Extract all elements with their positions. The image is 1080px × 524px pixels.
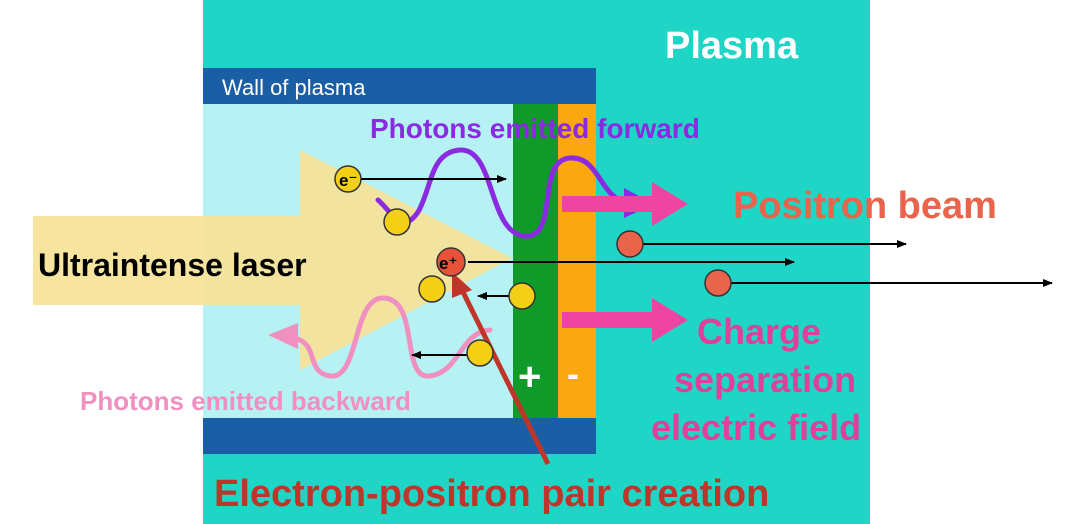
plasma-label: Plasma (665, 25, 799, 67)
electron (508, 282, 536, 310)
positron (704, 269, 732, 297)
charge-label-line2: separation (674, 359, 856, 400)
electron (383, 208, 411, 236)
wall-label: Wall of plasma (222, 75, 366, 100)
positron-labeled (436, 247, 466, 277)
charge-label-line3: electric field (651, 407, 861, 448)
electron-symbol: e⁻ (339, 171, 357, 190)
backward-photon-wave (292, 295, 493, 379)
electron-labeled (334, 165, 362, 193)
photons-forward-label: Photons emitted forward (370, 113, 700, 144)
field-arrow-top (562, 182, 688, 226)
positron (616, 230, 644, 258)
positron-beam-label: Positron beam (733, 185, 997, 227)
plus-sign: + (518, 355, 541, 399)
laser-arrow (33, 150, 512, 370)
backward-photon-arrowhead (268, 323, 298, 349)
field-arrow-bottom (562, 298, 688, 342)
laser-label: Ultraintense laser (38, 247, 307, 283)
pair-creation-label: Electron-positron pair creation (214, 473, 769, 515)
wall-bottom (203, 418, 596, 454)
electron (418, 275, 446, 303)
minus-sign: - (567, 353, 579, 394)
pair-creation-pointer-head (452, 272, 472, 298)
charge-label-line1: Charge (697, 311, 821, 352)
electron (466, 339, 494, 367)
forward-photon-wave (375, 147, 631, 239)
positron-symbol: e⁺ (439, 254, 457, 273)
pair-creation-pointer (459, 288, 551, 466)
wall-top (203, 68, 596, 104)
photons-backward-label: Photons emitted backward (80, 386, 411, 416)
